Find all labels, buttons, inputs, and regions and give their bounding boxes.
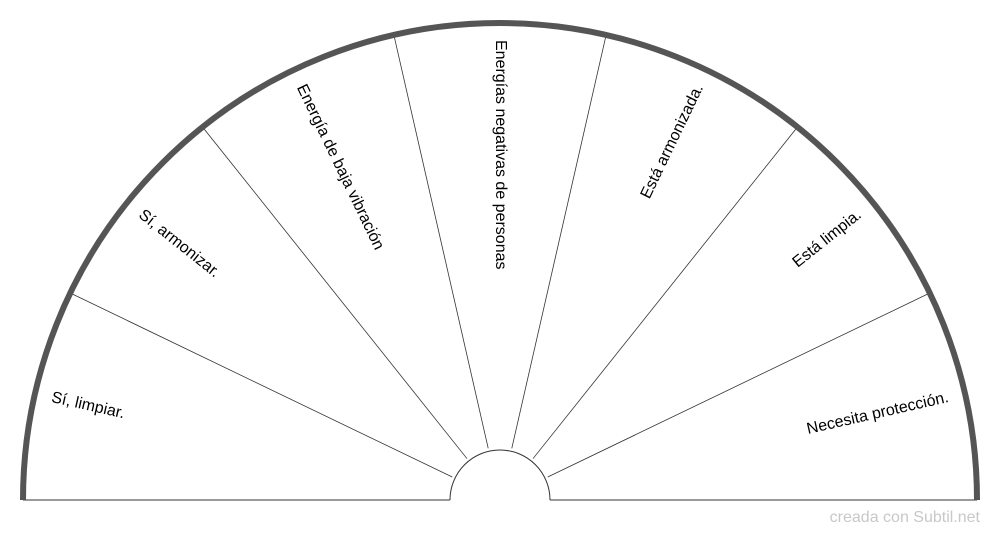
outer-arc bbox=[20, 20, 980, 501]
sector-divider bbox=[532, 126, 798, 459]
sector-label: Sí, armonizar. bbox=[135, 206, 223, 281]
sector-label: Está armonizada. bbox=[638, 82, 707, 202]
sector-divider bbox=[393, 34, 489, 449]
sector-divider bbox=[547, 292, 930, 478]
sector-divider bbox=[70, 292, 453, 478]
sector-label: Está limpia. bbox=[790, 206, 865, 271]
sector-label: Energías negativas de personas bbox=[492, 40, 509, 269]
sector-label: Energía de baja vibración bbox=[293, 82, 387, 253]
watermark: creada con Subtil.net bbox=[829, 509, 980, 526]
inner-arc bbox=[449, 449, 551, 501]
sector-divider bbox=[202, 126, 468, 459]
sector-label: Necesita protección. bbox=[805, 389, 950, 438]
sector-divider bbox=[511, 34, 607, 449]
sector-label: Sí, limpiar. bbox=[50, 389, 127, 422]
